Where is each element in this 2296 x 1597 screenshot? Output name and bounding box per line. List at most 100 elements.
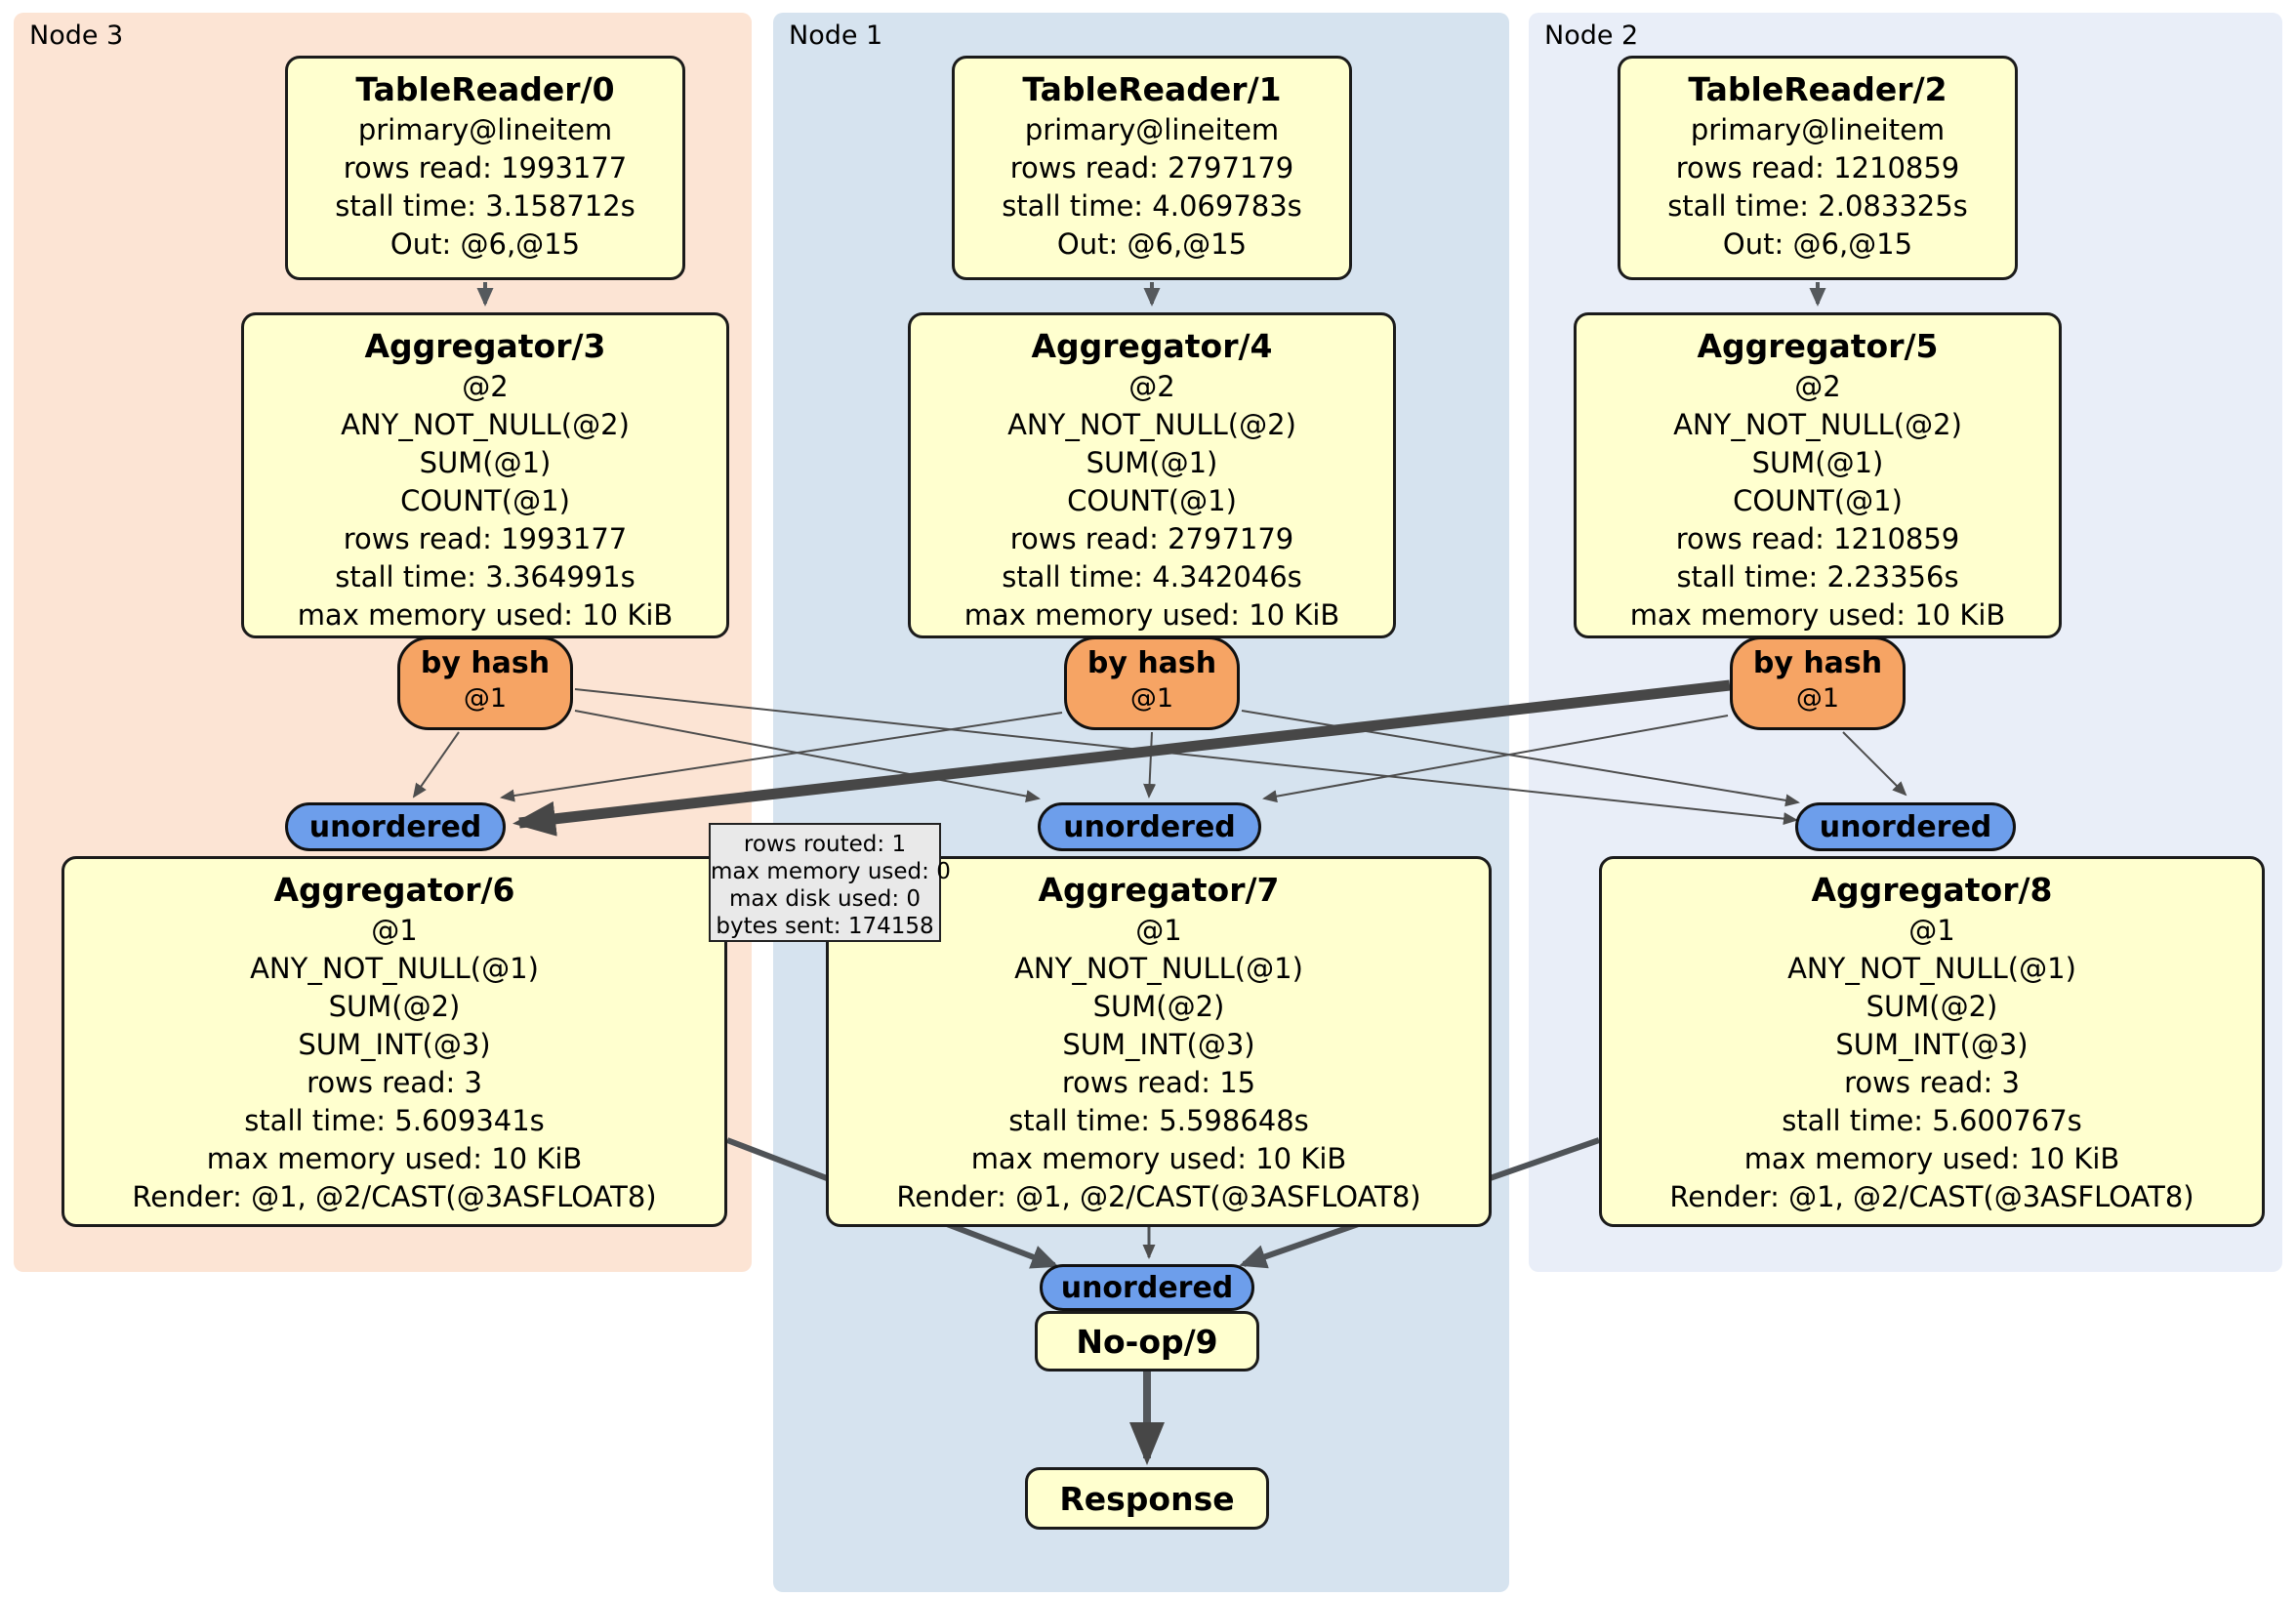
processor-box-aggregator-8[interactable]: Aggregator/8 @1 ANY_NOT_NULL(@1) SUM(@2)… — [1599, 856, 2265, 1227]
stat-line: SUM(@1) — [419, 446, 552, 479]
stat-line: stall time: 2.083325s — [1667, 189, 1968, 223]
stat-line: max memory used: 10 KiB — [1743, 1142, 2120, 1175]
processor-title: TableReader/2 — [1688, 70, 1948, 108]
edge-byhash3-unordered8[interactable] — [574, 688, 1798, 826]
stat-line: stall time: 4.342046s — [1002, 560, 1302, 594]
processor-box-tablereader-2[interactable]: TableReader/2 primary@lineitem rows read… — [1618, 56, 2018, 280]
stat-line: SUM_INT(@3) — [1062, 1028, 1255, 1061]
processor-title: Response — [1059, 1479, 1235, 1518]
edge-byhash4-unordered8[interactable] — [1241, 710, 1800, 807]
stat-line: @1 — [1908, 914, 1955, 947]
stat-line: ANY_NOT_NULL(@1) — [1787, 952, 2076, 985]
router-detail: @1 — [1795, 683, 1840, 714]
processor-box-aggregator-5[interactable]: Aggregator/5 @2 ANY_NOT_NULL(@2) SUM(@1)… — [1574, 312, 2062, 638]
stat-line: ANY_NOT_NULL(@1) — [250, 952, 539, 985]
stat-line: Render: @1, @2/CAST(@3ASFLOAT8) — [1669, 1180, 2194, 1213]
processor-box-tablereader-0[interactable]: TableReader/0 primary@lineitem rows read… — [285, 56, 685, 280]
edge-byhash3-unordered6[interactable] — [412, 731, 460, 798]
processor-box-aggregator-7[interactable]: Aggregator/7 @1 ANY_NOT_NULL(@1) SUM(@2)… — [826, 856, 1492, 1227]
processor-title: Aggregator/5 — [1697, 327, 1939, 365]
processor-title: Aggregator/3 — [364, 327, 606, 365]
stat-line: Out: @6,@15 — [1722, 227, 1913, 261]
stat-line: COUNT(@1) — [1067, 484, 1237, 517]
stat-line: max memory used: 10 KiB — [297, 598, 674, 632]
stat-line: Out: @6,@15 — [1056, 227, 1248, 261]
stat-line: primary@lineitem — [357, 113, 613, 146]
stat-line: rows read: 1993177 — [343, 522, 628, 555]
stat-line: stall time: 5.600767s — [1782, 1104, 2082, 1137]
node-region-label: Node 1 — [789, 20, 883, 51]
sync-label: unordered — [308, 809, 482, 844]
sync-unordered-agg6[interactable]: unordered — [285, 802, 506, 851]
processor-box-aggregator-3[interactable]: Aggregator/3 @2 ANY_NOT_NULL(@2) SUM(@1)… — [241, 312, 729, 638]
stat-line: @2 — [1128, 370, 1175, 403]
tooltip-line: rows routed: 1 — [743, 832, 907, 857]
processor-title: Aggregator/4 — [1031, 327, 1273, 365]
stat-line: stall time: 2.23356s — [1676, 560, 1959, 594]
edge-byhash5-unordered8[interactable] — [1842, 731, 1907, 797]
node-region-label: Node 3 — [29, 20, 124, 51]
processor-title: Aggregator/7 — [1038, 871, 1280, 909]
sync-unordered-agg8[interactable]: unordered — [1795, 802, 2016, 851]
stat-line: max memory used: 10 KiB — [964, 598, 1340, 632]
stat-line: @1 — [1135, 914, 1182, 947]
tooltip-line: bytes sent: 174158 — [716, 914, 934, 939]
stat-line: primary@lineitem — [1690, 113, 1946, 146]
router-label: by hash — [1752, 646, 1883, 680]
stat-line: stall time: 5.609341s — [244, 1104, 545, 1137]
stat-line: max memory used: 10 KiB — [1629, 598, 2006, 632]
stat-line: max memory used: 10 KiB — [206, 1142, 583, 1175]
edge-byhash5-unordered6-hovered[interactable] — [512, 679, 1731, 837]
edge-byhash3-unordered7[interactable] — [574, 710, 1041, 802]
stat-line: SUM(@2) — [328, 990, 461, 1023]
processor-box-tablereader-1[interactable]: TableReader/1 primary@lineitem rows read… — [952, 56, 1352, 280]
processor-title: Aggregator/6 — [273, 871, 515, 909]
stat-line: SUM_INT(@3) — [1835, 1028, 2029, 1061]
sync-unordered-noop9[interactable]: unordered — [1040, 1264, 1254, 1311]
router-label: by hash — [420, 646, 551, 680]
stat-line: rows read: 1210859 — [1675, 522, 1960, 555]
edge-byhash4-unordered7[interactable] — [1143, 731, 1157, 798]
router-detail: @1 — [1129, 683, 1174, 714]
stat-line: primary@lineitem — [1024, 113, 1280, 146]
stat-line: rows read: 2797179 — [1009, 522, 1294, 555]
sync-label: unordered — [1063, 809, 1236, 844]
sync-unordered-agg7[interactable]: unordered — [1038, 802, 1261, 851]
stat-line: rows read: 15 — [1061, 1066, 1256, 1099]
stat-line: COUNT(@1) — [400, 484, 570, 517]
processor-box-noop-9[interactable]: No-op/9 — [1035, 1311, 1259, 1372]
stat-line: SUM(@1) — [1751, 446, 1884, 479]
edge-byhash4-unordered6[interactable] — [500, 712, 1063, 802]
stat-line: SUM(@2) — [1092, 990, 1225, 1023]
stat-line: @2 — [462, 370, 509, 403]
router-by-hash-4[interactable]: by hash @1 — [1064, 636, 1240, 730]
processor-box-aggregator-6[interactable]: Aggregator/6 @1 ANY_NOT_NULL(@1) SUM(@2)… — [62, 856, 727, 1227]
tooltip-line: max memory used: 0 — [711, 859, 951, 884]
stat-line: COUNT(@1) — [1733, 484, 1903, 517]
router-detail: @1 — [463, 683, 508, 714]
stat-line: @2 — [1794, 370, 1841, 403]
stat-line: ANY_NOT_NULL(@1) — [1014, 952, 1303, 985]
processor-box-aggregator-4[interactable]: Aggregator/4 @2 ANY_NOT_NULL(@2) SUM(@1)… — [908, 312, 1396, 638]
processor-title: TableReader/0 — [355, 70, 615, 108]
edge-tooltip: rows routed: 1 max memory used: 0 max di… — [709, 823, 951, 942]
processor-title: Aggregator/8 — [1811, 871, 2053, 909]
stat-line: SUM(@2) — [1866, 990, 1998, 1023]
stat-line: rows read: 3 — [307, 1066, 482, 1099]
stat-line: stall time: 4.069783s — [1002, 189, 1302, 223]
sync-label: unordered — [1060, 1270, 1234, 1305]
stat-line: ANY_NOT_NULL(@2) — [1007, 408, 1296, 441]
stat-line: stall time: 3.364991s — [335, 560, 636, 594]
router-label: by hash — [1086, 646, 1217, 680]
processor-box-response[interactable]: Response — [1025, 1467, 1269, 1530]
node-region-label: Node 2 — [1544, 20, 1639, 51]
sync-label: unordered — [1819, 809, 1992, 844]
processor-title: TableReader/1 — [1022, 70, 1282, 108]
stat-line: rows read: 3 — [1844, 1066, 2020, 1099]
stat-line: rows read: 1210859 — [1675, 151, 1960, 184]
edge-byhash5-unordered7[interactable] — [1262, 715, 1729, 803]
router-by-hash-3[interactable]: by hash @1 — [397, 636, 573, 730]
router-by-hash-5[interactable]: by hash @1 — [1730, 636, 1906, 730]
stat-line: stall time: 3.158712s — [335, 189, 636, 223]
